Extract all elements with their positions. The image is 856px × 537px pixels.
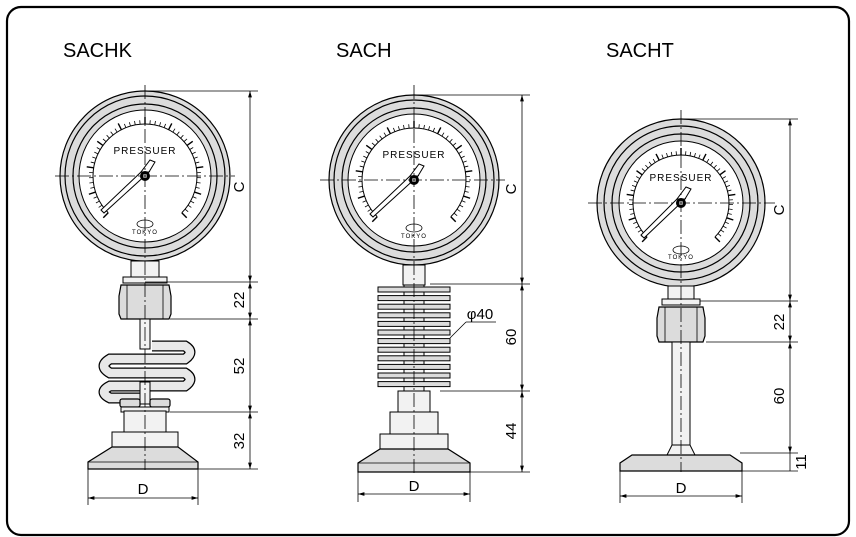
dimension-lines	[619, 118, 798, 503]
model-sacht: SACHT PRESSUER TOKYO	[588, 40, 810, 503]
dim-flange: 32	[231, 433, 248, 450]
dial-label: PRESSUER	[382, 150, 445, 161]
model-title: SACHT	[606, 40, 674, 62]
model-title: SACHK	[63, 40, 133, 62]
dial-scale	[355, 121, 473, 223]
brand-label: TOKYO	[132, 230, 158, 236]
dim-flange: 11	[793, 454, 810, 470]
dim-c: C	[231, 181, 248, 192]
dim-d: D	[409, 478, 420, 495]
dial-label: PRESSUER	[649, 173, 712, 184]
dimension-lines	[357, 94, 530, 502]
brand-label: TOKYO	[668, 255, 694, 261]
dim-base: 44	[503, 423, 520, 440]
dim-fitting: 22	[771, 314, 788, 331]
dim-c: C	[771, 204, 788, 215]
dim-coil: 52	[231, 358, 248, 375]
dim-d: D	[676, 480, 687, 497]
coil-siphon	[98, 340, 196, 404]
model-title: SACH	[336, 40, 392, 62]
brand-label: TOKYO	[401, 234, 427, 240]
dim-fin-diameter: φ40	[467, 306, 493, 323]
dimension-lines	[87, 90, 258, 505]
dim-fins: 60	[503, 329, 520, 346]
dim-c: C	[503, 183, 520, 194]
model-sach: SACH PRESSUER TOKYO	[320, 40, 530, 502]
model-sachk: SACHK PRESSUER TOKYO	[55, 40, 258, 505]
dim-fitting: 22	[231, 292, 248, 309]
dim-d: D	[138, 481, 149, 498]
dial-label: PRESSUER	[113, 146, 176, 157]
hex-fitting	[656, 306, 706, 343]
dim-stem: 60	[771, 388, 788, 405]
